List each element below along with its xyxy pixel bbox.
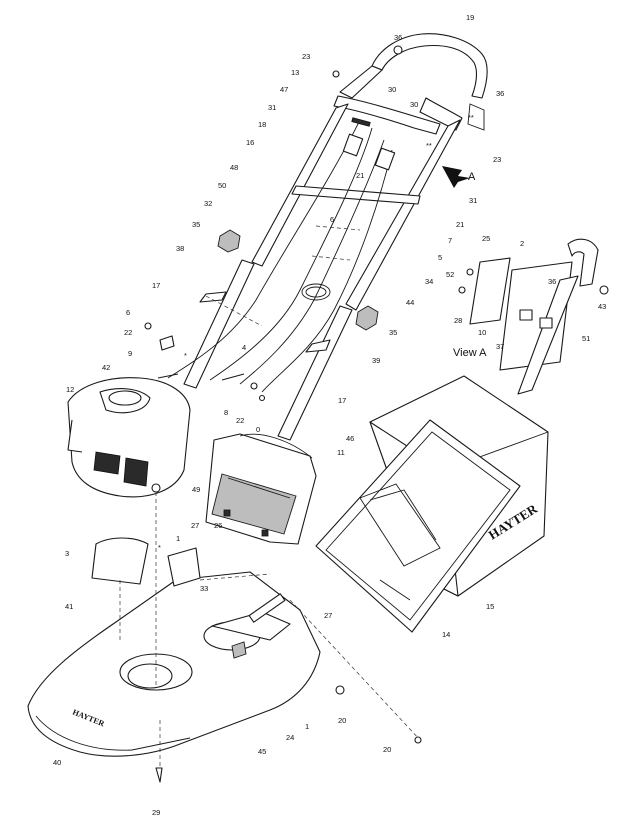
part-label: 51 xyxy=(582,334,590,343)
engine xyxy=(67,377,191,498)
part-label: 50 xyxy=(218,181,226,190)
part-label: 22 xyxy=(124,328,132,337)
part-label: 11 xyxy=(337,448,345,457)
part-label: 31 xyxy=(469,196,477,205)
part-label: 44 xyxy=(406,298,414,307)
double-asterisk-mark: ** xyxy=(426,141,432,150)
part-label: 20 xyxy=(383,745,391,754)
arrow-label: A xyxy=(468,171,476,183)
view-a-title: View A xyxy=(453,347,487,359)
part-label: 18 xyxy=(258,120,266,129)
double-asterisk-mark: ** xyxy=(468,113,474,122)
part-label: 37 xyxy=(496,342,504,351)
part-label: 1 xyxy=(305,722,309,731)
part-label: 22 xyxy=(236,416,244,425)
part-label: 36 xyxy=(394,33,402,42)
part-label: 5 xyxy=(438,253,442,262)
grass-collector: HAYTER xyxy=(315,375,549,633)
upper-handle xyxy=(251,33,488,311)
part-label: 23 xyxy=(302,52,310,61)
part-label: 25 xyxy=(482,234,490,243)
part-label: 31 xyxy=(268,103,276,112)
part-label: 48 xyxy=(230,163,238,172)
part-label: 30 xyxy=(410,100,418,109)
part-label: 2 xyxy=(520,239,524,248)
part-label: 10 xyxy=(478,328,486,337)
part-label: 15 xyxy=(486,602,494,611)
part-label: 23 xyxy=(493,155,501,164)
part-label: 17 xyxy=(338,396,346,405)
part-label: 16 xyxy=(246,138,254,147)
part-number-labels: 19 36 23 13 47 30 36 31 30 18 16 23 48 2… xyxy=(53,13,606,817)
part-label: 27 xyxy=(324,611,332,620)
part-label: 27 xyxy=(191,521,199,530)
asterisk-mark: * xyxy=(158,543,161,552)
part-label: 7 xyxy=(448,236,452,245)
part-label: 12 xyxy=(66,385,74,394)
control-box xyxy=(205,433,317,545)
part-label: 24 xyxy=(286,733,294,742)
part-label: 34 xyxy=(425,277,433,286)
part-label: 20 xyxy=(338,716,346,725)
part-label: 45 xyxy=(258,747,266,756)
asterisk-mark: * xyxy=(184,351,187,360)
part-label: 21 xyxy=(356,171,364,180)
part-label: 30 xyxy=(388,85,396,94)
part-label: 39 xyxy=(372,356,380,365)
handle-knobs xyxy=(217,117,396,331)
part-label: 32 xyxy=(204,199,212,208)
part-label: 9 xyxy=(128,349,132,358)
part-label: 4 xyxy=(242,343,246,352)
part-label: 26 xyxy=(214,521,222,530)
part-label: 1 xyxy=(176,534,180,543)
alignment-lines xyxy=(119,225,422,783)
part-label: 47 xyxy=(280,85,288,94)
mower-deck: HAYTER xyxy=(27,537,321,757)
part-label: 0 xyxy=(256,425,260,434)
part-label: 28 xyxy=(454,316,462,325)
part-label: 52 xyxy=(446,270,454,279)
part-label: 38 xyxy=(176,244,184,253)
part-label: 35 xyxy=(192,220,200,229)
control-cables xyxy=(167,119,393,393)
fasteners xyxy=(144,45,403,402)
part-label: 40 xyxy=(53,758,61,767)
view-a-detail xyxy=(458,103,609,395)
part-label: 35 xyxy=(389,328,397,337)
part-label: 6 xyxy=(126,308,130,317)
part-label: 29 xyxy=(152,808,160,817)
part-label: 33 xyxy=(200,584,208,593)
annotation-marks: * * ** ** xyxy=(158,113,474,552)
part-label: 3 xyxy=(65,549,69,558)
part-label: 42 xyxy=(102,363,110,372)
part-label: 43 xyxy=(598,302,606,311)
part-label: 19 xyxy=(466,13,474,22)
part-label: 36 xyxy=(548,277,556,286)
view-a-arrow: A xyxy=(442,166,476,188)
part-label: 46 xyxy=(346,434,354,443)
part-label: 17 xyxy=(152,281,160,290)
part-label: 14 xyxy=(442,630,450,639)
part-label: 13 xyxy=(291,68,299,77)
part-label: 8 xyxy=(224,408,228,417)
part-label: 49 xyxy=(192,485,200,494)
part-label: 41 xyxy=(65,602,73,611)
part-label: 21 xyxy=(456,220,464,229)
part-label: 36 xyxy=(496,89,504,98)
part-label: 6 xyxy=(330,215,334,224)
